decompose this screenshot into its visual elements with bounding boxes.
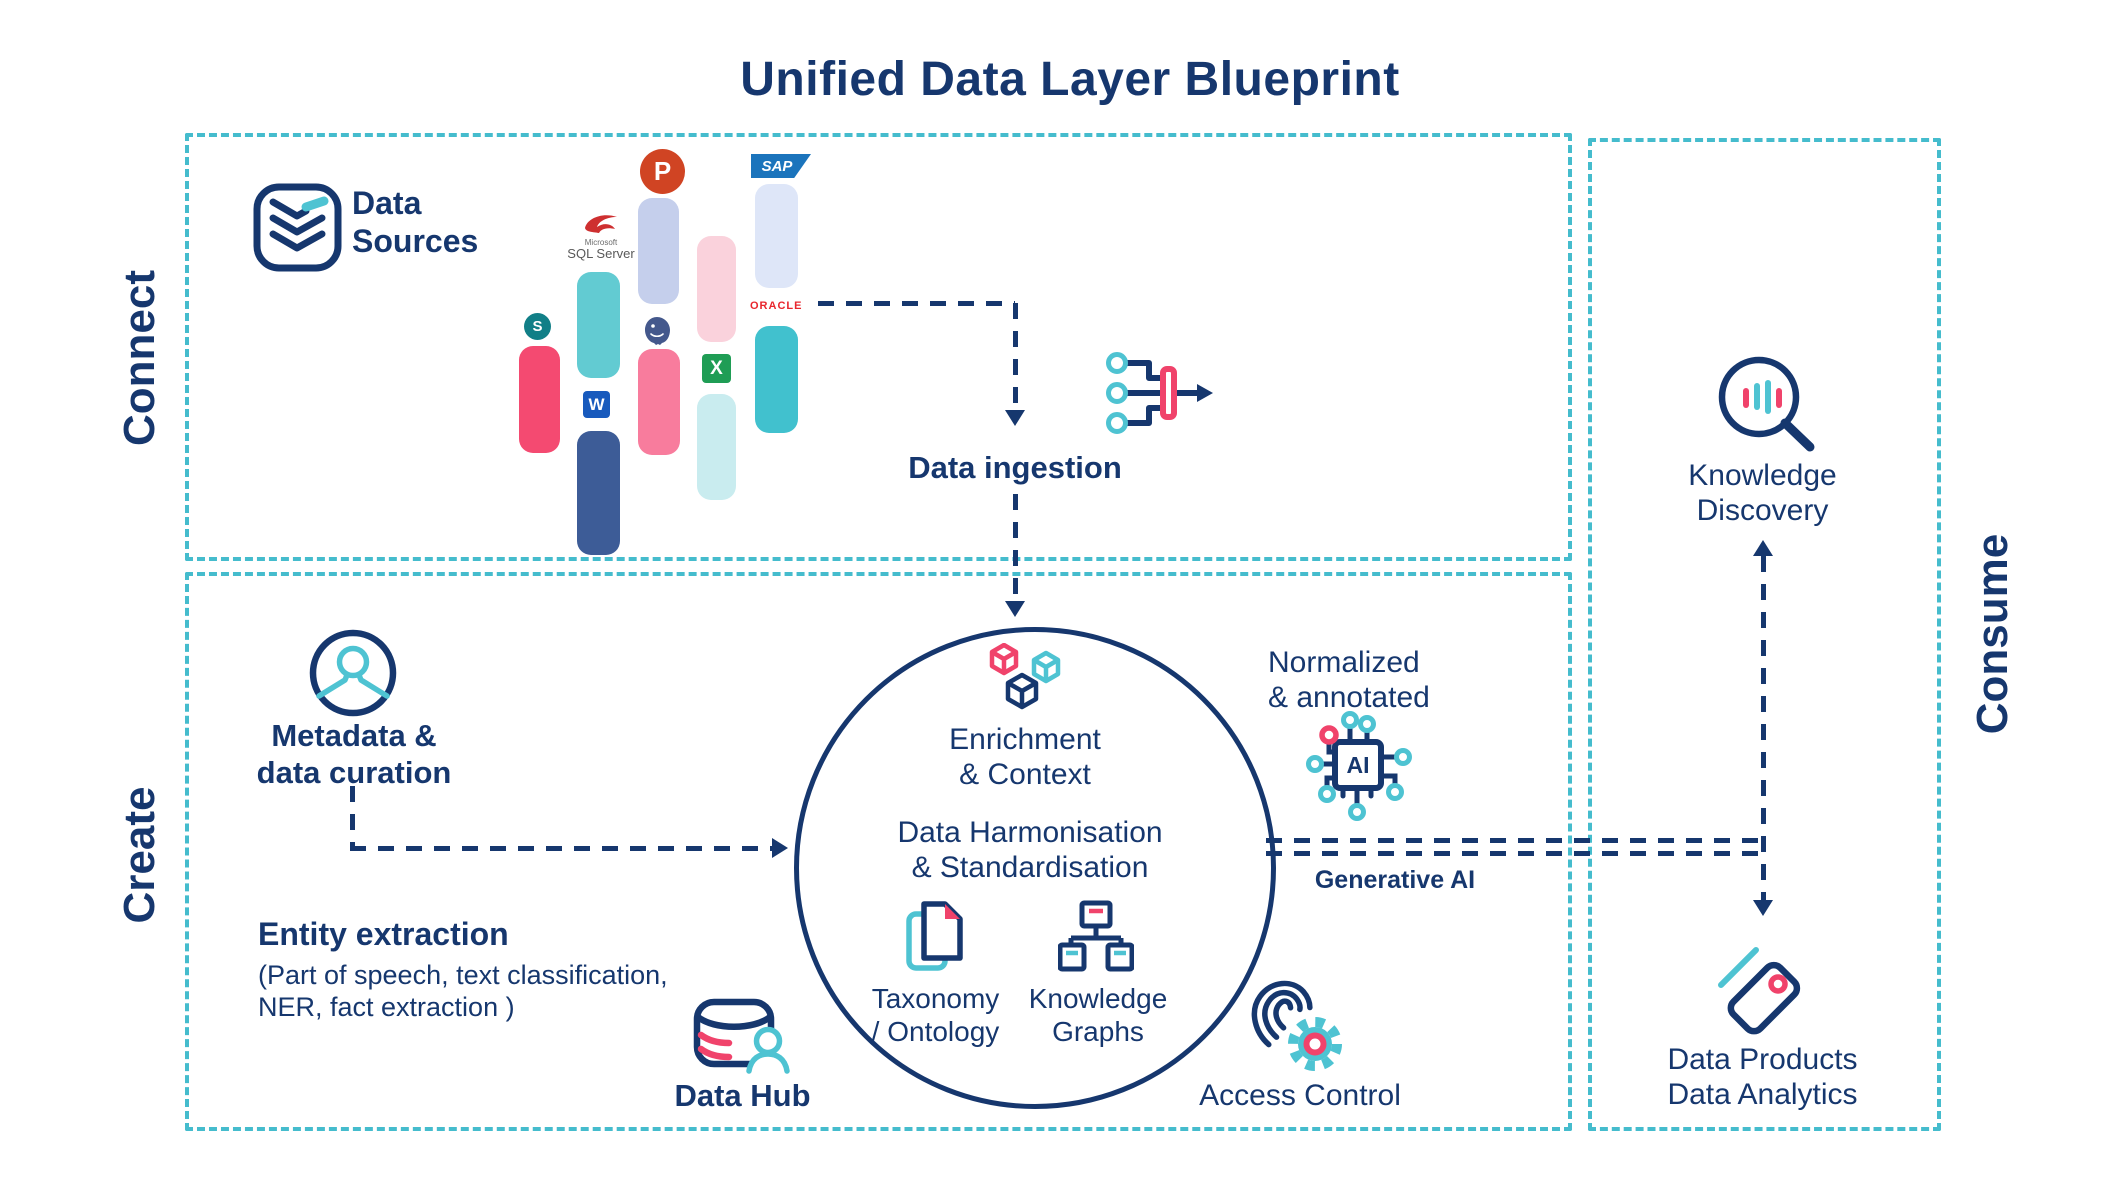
data-sources-label: Data Sources: [352, 185, 479, 259]
data-hub-icon: [693, 998, 790, 1074]
consume-box: [1588, 138, 1941, 1131]
metadata-label: Metadata & data curation: [256, 718, 452, 790]
connect-box: [185, 133, 1572, 561]
knowledge-discovery-label: Knowledge Discovery: [1688, 459, 1837, 528]
sql-server-swirl-icon: [585, 215, 617, 233]
data-ingestion-label: Data ingestion: [908, 450, 1122, 485]
section-label-connect: Connect: [115, 270, 164, 446]
data-products-label: Data Products Data Analytics: [1667, 1043, 1858, 1112]
taxonomy-label: Taxonomy / Ontology: [871, 983, 1000, 1048]
source-tile: [519, 346, 560, 453]
ingestion-dash-vertical: [1013, 303, 1018, 411]
metadata-dash-horizontal: [350, 846, 775, 851]
knowledge-graph-icon: [1058, 900, 1134, 972]
consume-dash-arrow: [1761, 556, 1766, 906]
ingestion-arrowhead-2: [1005, 601, 1025, 617]
data-sources-icon: [253, 183, 342, 272]
harmonisation-label: Data Harmonisation & Standardisation: [897, 816, 1163, 885]
knowledge-graphs-label: Knowledge Graphs: [1028, 983, 1168, 1048]
generative-ai-label: Generative AI: [1314, 866, 1476, 894]
ingestion-dash-vertical-2: [1013, 494, 1018, 602]
metadata-person-icon: [309, 629, 397, 717]
entity-extraction-title: Entity extraction: [258, 916, 509, 952]
page-title: Unified Data Layer Blueprint: [740, 53, 1400, 106]
ingestion-arrowhead: [1005, 410, 1025, 426]
access-control-label: Access Control: [1199, 1079, 1401, 1112]
access-control-icon: [1251, 980, 1343, 1072]
harmonisation-circle: [794, 627, 1276, 1109]
generative-ai-chip-icon: AI: [1306, 711, 1412, 821]
word-icon: W: [583, 391, 610, 418]
data-hub-label: Data Hub: [674, 1078, 811, 1113]
enrichment-cubes-icon: [989, 643, 1061, 710]
knowledge-discovery-icon: [1718, 356, 1815, 452]
normalized-label: Normalized & annotated: [1268, 646, 1430, 715]
data-ingestion-icon: [1106, 352, 1213, 434]
source-tile: [697, 236, 736, 342]
source-tile: [755, 326, 798, 433]
section-label-create: Create: [115, 786, 164, 924]
oracle-logo: ORACLE: [750, 300, 803, 312]
data-products-tag-icon: [1718, 947, 1801, 1035]
metadata-arrowhead: [772, 838, 788, 858]
metadata-dash-vertical: [350, 786, 355, 848]
excel-icon: X: [702, 354, 731, 383]
sharepoint-icon: S: [524, 313, 551, 340]
consume-arrowhead-down: [1753, 900, 1773, 916]
genai-dash-bottom: [1266, 851, 1766, 856]
source-tile: [577, 431, 620, 555]
genai-dash-top: [1266, 838, 1766, 843]
section-label-consume: Consume: [1968, 533, 2017, 735]
sql-server-icon: Microsoft SQL Server: [566, 210, 636, 260]
source-tile: [577, 272, 620, 378]
ingestion-dash-horizontal: [818, 301, 1015, 306]
consume-arrowhead-up: [1753, 540, 1773, 556]
enrichment-label: Enrichment & Context: [949, 723, 1101, 792]
source-tile: [755, 184, 798, 288]
source-tile: [638, 349, 680, 455]
source-tile: [638, 198, 679, 304]
ai-chip-text: AI: [1347, 752, 1370, 778]
postgresql-icon: [645, 317, 670, 345]
entity-extraction-block: Entity extraction (Part of speech, text …: [258, 916, 668, 1022]
source-tile: [697, 394, 736, 500]
taxonomy-document-icon: [906, 901, 963, 971]
powerpoint-icon: P: [640, 149, 685, 194]
